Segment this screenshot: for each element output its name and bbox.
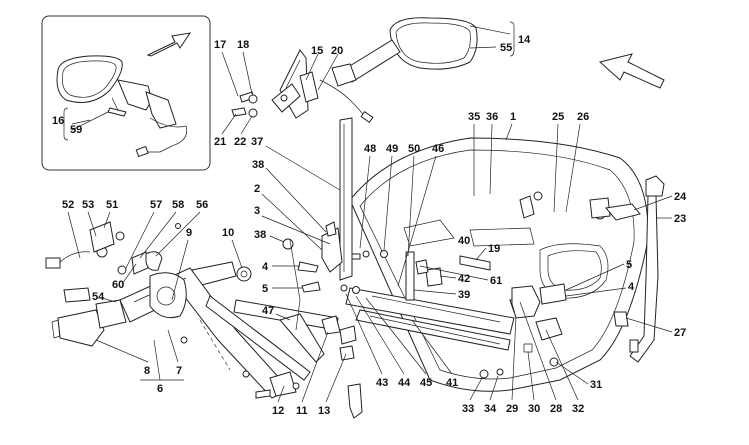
- callout-5-left: 5: [262, 283, 268, 295]
- callout-58: 58: [172, 199, 184, 211]
- callout-5-right: 5: [626, 259, 632, 271]
- callout-46: 46: [432, 143, 444, 155]
- callout-27: 27: [674, 327, 686, 339]
- callout-2: 2: [254, 183, 260, 195]
- callout-40: 40: [458, 235, 470, 247]
- callout-10: 10: [222, 227, 234, 239]
- callout-12: 12: [272, 405, 284, 417]
- callout-35: 35: [468, 111, 480, 123]
- callout-32: 32: [572, 403, 584, 415]
- mirror-bracket-assembly: [231, 17, 478, 124]
- window-channel: [339, 117, 353, 281]
- callout-28: 28: [550, 403, 562, 415]
- callout-4-left: 4: [262, 261, 269, 273]
- callout-38-upper: 38: [252, 159, 264, 171]
- window-regulator-rail: [345, 287, 515, 351]
- callout-36: 36: [486, 111, 498, 123]
- callout-13: 13: [318, 405, 330, 417]
- callout-41: 41: [446, 377, 458, 389]
- callout-11: 11: [296, 405, 308, 417]
- callout-53: 53: [82, 199, 94, 211]
- callout-29: 29: [506, 403, 518, 415]
- callout-3: 3: [254, 205, 260, 217]
- direction-arrow-icon: [598, 53, 665, 89]
- callout-54: 54: [92, 291, 105, 303]
- callout-25: 25: [552, 111, 564, 123]
- callout-21: 21: [214, 136, 226, 148]
- callout-57: 57: [150, 199, 162, 211]
- callout-23: 23: [674, 213, 686, 225]
- callout-50: 50: [408, 143, 420, 155]
- callout-9: 9: [186, 227, 192, 239]
- callout-18: 18: [237, 39, 249, 51]
- direction-arrow-icon: [146, 32, 192, 57]
- callout-49: 49: [386, 143, 398, 155]
- callout-43: 43: [376, 377, 388, 389]
- door-panel: [349, 137, 649, 392]
- callout-24: 24: [674, 191, 687, 203]
- callout-19: 19: [488, 243, 500, 255]
- callout-52: 52: [62, 199, 74, 211]
- callout-34: 34: [484, 403, 497, 415]
- callout-33: 33: [462, 403, 474, 415]
- callout-1: 1: [510, 111, 516, 123]
- inset-mirror: [56, 55, 188, 158]
- callout-60: 60: [112, 279, 124, 291]
- door-seal-strip: [605, 175, 665, 363]
- callout-6: 6: [157, 383, 163, 395]
- callout-20: 20: [331, 45, 343, 57]
- callout-38-lower: 38: [254, 229, 266, 241]
- callout-39: 39: [458, 289, 470, 301]
- callout-44: 44: [398, 377, 411, 389]
- callout-22: 22: [234, 136, 246, 148]
- callout-4-right: 4: [628, 281, 635, 293]
- callout-47: 47: [262, 305, 274, 317]
- callout-31: 31: [590, 379, 602, 391]
- callout-48: 48: [364, 143, 376, 155]
- regulator-mechanism: [45, 221, 339, 399]
- callout-17: 17: [214, 39, 226, 51]
- callout-51: 51: [106, 199, 118, 211]
- callout-56: 56: [196, 199, 208, 211]
- callout-16: 16: [52, 115, 64, 127]
- callout-15: 15: [311, 45, 323, 57]
- callout-8: 8: [144, 365, 150, 377]
- mirror-inset-panel: 16 59: [41, 15, 211, 171]
- callout-61: 61: [490, 275, 502, 287]
- callout-7: 7: [176, 365, 182, 377]
- callout-14: 14: [518, 34, 531, 46]
- callout-37: 37: [251, 136, 263, 148]
- callout-45: 45: [420, 377, 432, 389]
- small-hardware: [199, 221, 629, 419]
- callout-59: 59: [70, 124, 82, 136]
- callout-26: 26: [577, 111, 589, 123]
- callout-55: 55: [500, 42, 512, 54]
- callout-30: 30: [528, 403, 540, 415]
